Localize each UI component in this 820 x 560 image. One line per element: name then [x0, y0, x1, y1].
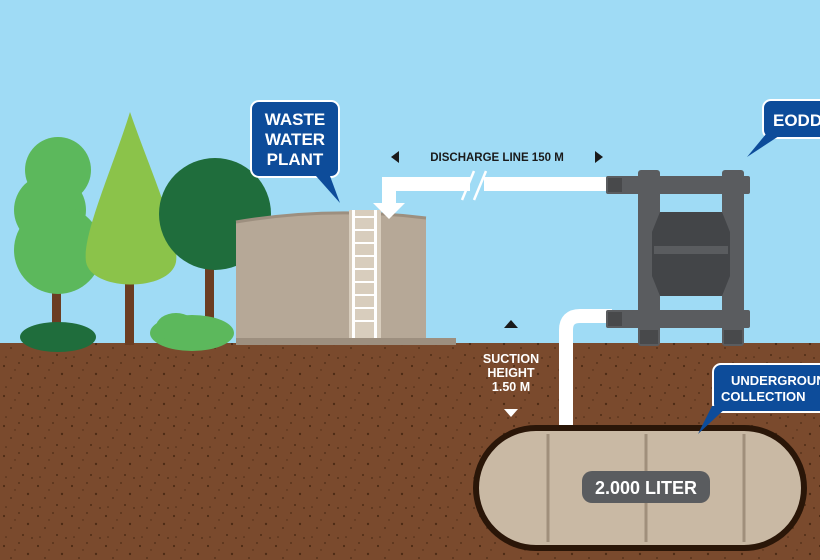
triangle-right-icon — [595, 151, 603, 163]
tank-capacity-label: 2.000 LITER — [595, 478, 697, 498]
triangle-down-icon — [504, 409, 518, 417]
plant-label-1: WASTE — [265, 110, 325, 129]
tank-capacity-badge — [582, 471, 710, 503]
tank-label-2: COLLECTION — [721, 389, 806, 404]
pump-callout: EODD — [747, 99, 820, 157]
plant-callout: WASTE WATER PLANT — [250, 100, 340, 203]
plant-ladder — [349, 210, 381, 338]
discharge-pipe — [373, 170, 612, 219]
suction-pipe — [559, 309, 612, 430]
plant-tank — [235, 210, 456, 345]
discharge-label: DISCHARGE LINE 150 M — [430, 152, 564, 164]
triangle-up-icon — [504, 320, 518, 328]
pump-label: EODD — [773, 111, 820, 130]
tank-label-1: UNDERGROUND — [731, 373, 820, 388]
suction-label-1: SUCTION — [483, 352, 539, 366]
suction-label-2: HEIGHT — [487, 366, 535, 380]
triangle-left-icon — [391, 151, 399, 163]
tank-callout: UNDERGROUND COLLECTION — [698, 363, 820, 434]
pump — [606, 170, 750, 346]
suction-label-3: 1.50 M — [492, 380, 530, 394]
plant-label-3: PLANT — [267, 150, 324, 169]
plant-label-2: WATER — [265, 130, 325, 149]
